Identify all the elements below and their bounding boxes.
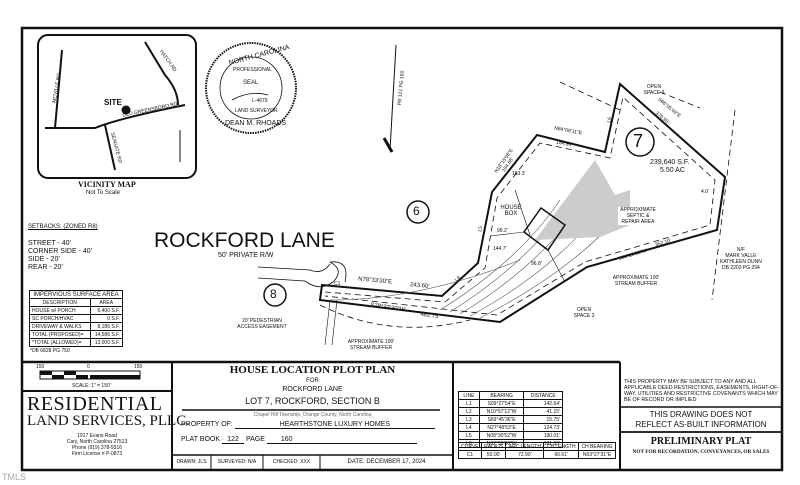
stream-buffer-label: APPROXIMATE 100' STREAM BUFFER [347, 339, 395, 351]
lot-7-marker [625, 127, 655, 157]
drawn-by: DRAWN: JLS [176, 459, 207, 465]
title-township: Chapel Hill Township, Orange County, Nor… [253, 412, 372, 418]
preliminary-subtitle: NOT FOR RECORDATION, CONVEYANCES, OR SAL… [632, 449, 770, 455]
dimension-label: 183.3' [512, 171, 526, 177]
street-right-of-way [257, 261, 347, 288]
lot-6-marker [406, 200, 430, 224]
vicinity-map-subtitle: Not To Scale [86, 190, 120, 196]
setbacks-list: STREET - 40' CORNER SIDE - 40' SIDE - 20… [28, 240, 92, 272]
dimension-label: 99.2' [497, 228, 508, 234]
right-of-way: 50' PRIVATE R/W [218, 252, 274, 259]
dimension-label: 4.0' [701, 189, 709, 195]
lot-number: 6 [413, 204, 420, 218]
scale-tick: 0 [87, 364, 90, 370]
table-title: IMPERVIOUS SURFACE AREA [29, 290, 123, 299]
dimension-label: 96.8' [531, 261, 542, 267]
company-contact: 1917 Evans Road Cary, North Carolina 275… [66, 433, 128, 457]
open-space-label: OPEN SPACE 3 [643, 84, 665, 96]
setback-lines [319, 81, 736, 328]
scale-tick: 150 [36, 364, 45, 370]
vicinity-map-title: VICINITY MAP [78, 180, 136, 189]
as-built-note: REFLECT AS-BUILT INFORMATION [635, 420, 767, 429]
line-label: C1 [334, 281, 341, 287]
property-owner: HEARTHSTONE LUXURY HOMES [234, 421, 435, 429]
deed-note: THIS PROPERTY MAY BE SUBJECT TO ANY AND … [624, 379, 780, 403]
scale-tick: 150 [134, 364, 143, 370]
checked-by: CHECKED: XXX [272, 459, 311, 465]
lot-number: 8 [270, 287, 277, 301]
north-arrow-icon [382, 44, 397, 153]
line-label: L6 [606, 116, 614, 124]
seal-text: L-4679 [252, 98, 268, 104]
scale-bar [39, 370, 141, 380]
house-box-label: HOUSE BOX [500, 205, 522, 217]
surveyor-seal [205, 42, 297, 134]
table-row: *TOTAL (ALLOWED)=13,000 S.F. [29, 338, 123, 347]
setbacks-title: SETBACKS: (ZONED R8) [28, 224, 98, 230]
vicinity-map [37, 34, 197, 179]
dimension-label: 144.7' [493, 246, 507, 252]
setback-item: STREET - 40' [28, 240, 71, 247]
title-lot: LOT 7, ROCKFORD, SECTION B [245, 396, 380, 406]
plan-title: HOUSE LOCATION PLOT PLAN [229, 364, 396, 376]
street-name: ROCKFORD LANE [154, 229, 335, 252]
sheet-border [20, 26, 784, 472]
surveyed-by: SURVEYED: N/A [217, 459, 257, 465]
table-row: TOTAL (PROPOSED)=14,586 S.F. [29, 330, 123, 339]
septic-area [535, 160, 630, 240]
property-of-row: PROPERTY OF: HEARTHSTONE LUXURY HOMES [181, 421, 435, 429]
open-space-label: OPEN SPACE 3 [573, 307, 595, 319]
line-label: L5 [477, 225, 485, 233]
title-for: FOR [306, 378, 319, 384]
lot-area: 239,640 S.F. [650, 159, 690, 166]
site-label: SITE [104, 98, 122, 107]
lot-7-boundary [318, 82, 727, 324]
seal-text: LAND SURVEYOR [235, 108, 278, 114]
watermark: TMLS [2, 472, 27, 482]
setback-item: REAR - 20' [28, 264, 63, 271]
setback-item: CORNER SIDE - 40' [28, 248, 92, 255]
as-built-note: THIS DRAWING DOES NOT [649, 410, 753, 419]
seal-text: SEAL [243, 80, 259, 86]
septic-label: APPROXIMATE SEPTIC & REPAIR AREA [618, 207, 658, 225]
setback-item: SIDE - 20' [28, 256, 60, 263]
scale-label: SCALE: 1" = 150' [72, 383, 111, 389]
easement-label: 20' PEDESTRIAN ACCESS EASEMENT [237, 318, 287, 330]
stream-buffer-label: APPROXIMATE 100' STREAM BUFFER [612, 275, 660, 287]
lot-8-marker [263, 283, 287, 307]
preliminary-plat: PRELIMINARY PLAT [650, 436, 752, 447]
plat-book-row: PLAT BOOK 122 PAGE 160 [181, 436, 417, 444]
company-name: RESIDENTIAL [27, 393, 163, 415]
lot-number: 7 [633, 131, 644, 151]
company-name-line2: LAND SERVICES, PLLC. [27, 413, 190, 429]
title-street: ROCKFORD LANE [282, 386, 343, 393]
lot-acres: 5.50 AC [660, 167, 685, 174]
neighbor-label: N/F MARK VALLE KATHLEEN DUNN DB 2203 PG … [720, 247, 762, 271]
impervious-note: *DB 6828 PG 750 [30, 348, 70, 354]
seal-text: DEAN M. RHOADS [225, 120, 287, 127]
seal-text: PROFESSIONAL [233, 67, 272, 73]
drawing-date: DATE: DECEMBER 17, 2024 [347, 459, 426, 465]
